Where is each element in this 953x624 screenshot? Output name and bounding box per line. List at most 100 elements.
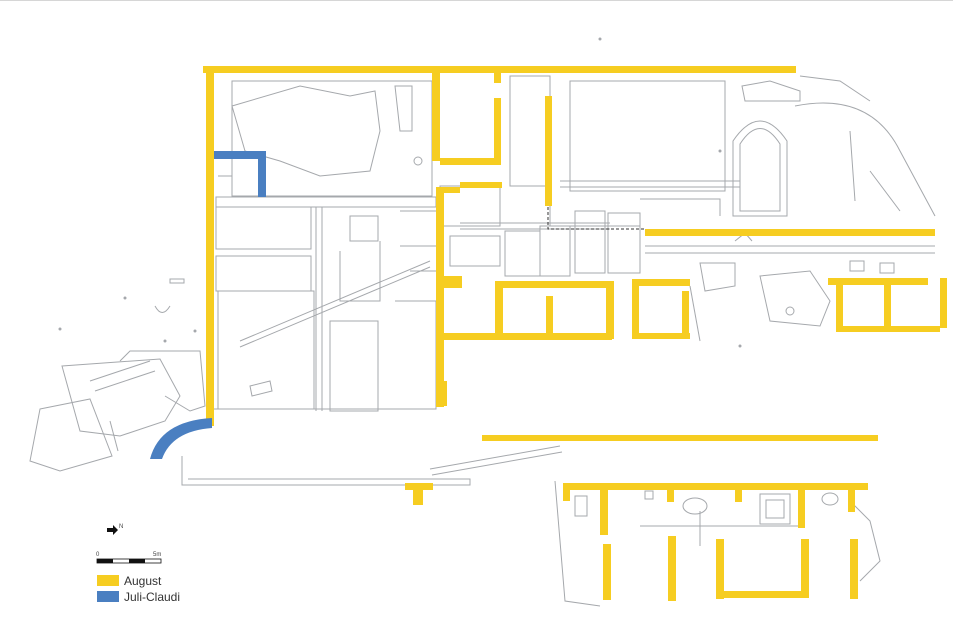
august-wall bbox=[716, 539, 724, 599]
outline-fragment bbox=[61, 358, 181, 437]
outline-corridor bbox=[181, 456, 471, 486]
outline-room bbox=[504, 230, 541, 277]
august-wall bbox=[495, 281, 503, 339]
survey-point bbox=[193, 329, 197, 333]
outline-fragment bbox=[119, 350, 206, 412]
outline-room bbox=[217, 290, 315, 410]
outline-wall bbox=[109, 420, 119, 452]
outline-room bbox=[569, 80, 726, 192]
survey-points bbox=[58, 37, 795, 348]
outline-room bbox=[574, 210, 606, 274]
august-wall bbox=[495, 281, 613, 288]
august-wall bbox=[632, 279, 639, 339]
august-wall bbox=[606, 281, 614, 339]
august-wall bbox=[667, 490, 674, 502]
august-wall bbox=[848, 490, 855, 512]
outline-wall bbox=[640, 511, 800, 546]
juli-claudi-wall bbox=[214, 151, 266, 159]
outline-wall bbox=[395, 300, 437, 410]
excavated-outlines bbox=[29, 75, 936, 607]
scale-end-label: 5m bbox=[153, 552, 161, 558]
august-wall bbox=[440, 158, 500, 165]
survey-point bbox=[123, 296, 127, 300]
august-wall bbox=[632, 279, 690, 286]
outline-room bbox=[607, 212, 641, 274]
august-wall bbox=[716, 591, 808, 598]
dashed-reconstruction-line bbox=[547, 207, 645, 230]
outline-block bbox=[879, 262, 895, 274]
august-wall bbox=[645, 229, 935, 236]
august-wall bbox=[482, 435, 878, 441]
august-wall bbox=[203, 66, 796, 73]
survey-point bbox=[718, 149, 722, 153]
outline-terrain bbox=[849, 130, 901, 212]
outline-block bbox=[574, 495, 588, 517]
legend-swatch-juli-claudi bbox=[97, 591, 119, 602]
juli-claudi-wall bbox=[258, 151, 266, 197]
august-wall bbox=[836, 278, 843, 326]
outline-basin bbox=[682, 497, 708, 515]
outline-ramp bbox=[89, 360, 156, 392]
outline-terrain bbox=[799, 75, 871, 102]
outline-block bbox=[741, 80, 801, 102]
august-wall bbox=[494, 98, 501, 165]
outline-ramp bbox=[429, 445, 563, 476]
outline-room bbox=[539, 225, 571, 277]
august-wall bbox=[801, 539, 809, 598]
juli-claudi-walls bbox=[150, 151, 266, 459]
august-wall bbox=[798, 490, 805, 528]
survey-point bbox=[598, 37, 602, 41]
survey-point bbox=[738, 344, 742, 348]
august-wall bbox=[563, 483, 570, 501]
legend-label-juli-claudi: Juli-Claudi bbox=[124, 590, 180, 604]
juli-claudi-apse bbox=[150, 418, 212, 459]
august-wall bbox=[444, 276, 462, 288]
august-wall bbox=[546, 296, 553, 336]
august-wall bbox=[440, 381, 447, 406]
august-wall bbox=[632, 333, 690, 339]
outline-rubble bbox=[231, 85, 381, 177]
survey-point bbox=[163, 339, 167, 343]
august-wall bbox=[884, 278, 891, 330]
august-wall bbox=[545, 96, 552, 206]
outline-room bbox=[449, 235, 501, 267]
august-wall bbox=[444, 187, 460, 193]
outline-room bbox=[329, 320, 379, 412]
august-wall bbox=[494, 73, 501, 83]
outline-block bbox=[849, 260, 865, 272]
august-wall bbox=[735, 490, 742, 502]
august-wall bbox=[828, 278, 928, 285]
outline-block bbox=[644, 490, 654, 500]
outline-wall bbox=[218, 175, 233, 196]
august-wall bbox=[460, 182, 502, 188]
outline-arc bbox=[154, 305, 171, 313]
outline-room bbox=[349, 215, 379, 242]
august-wall bbox=[600, 490, 608, 535]
outline-apse-inner bbox=[739, 128, 781, 212]
scale-bar bbox=[96, 558, 162, 564]
august-wall bbox=[836, 326, 940, 332]
august-wall bbox=[682, 291, 689, 339]
outline-fragment bbox=[759, 270, 831, 327]
survey-point bbox=[785, 306, 795, 316]
august-wall bbox=[668, 536, 676, 601]
north-label: N bbox=[119, 524, 123, 530]
outline-wall bbox=[554, 480, 601, 607]
august-wall bbox=[603, 544, 611, 600]
survey-point bbox=[58, 327, 62, 331]
augustan-walls bbox=[203, 66, 947, 601]
august-wall bbox=[850, 539, 858, 599]
outline-wall bbox=[645, 245, 935, 254]
outline-block bbox=[699, 262, 736, 292]
august-wall bbox=[432, 66, 440, 161]
legend: N 0 5m August Juli-Claudi bbox=[96, 524, 180, 604]
survey-point bbox=[413, 156, 423, 166]
legend-swatch-august bbox=[97, 575, 119, 586]
outline-ramp bbox=[239, 260, 431, 348]
august-wall bbox=[436, 187, 444, 407]
august-wall bbox=[444, 333, 612, 340]
outline-apse bbox=[732, 120, 788, 217]
outline-room bbox=[215, 206, 312, 250]
outline-basin bbox=[821, 492, 839, 506]
